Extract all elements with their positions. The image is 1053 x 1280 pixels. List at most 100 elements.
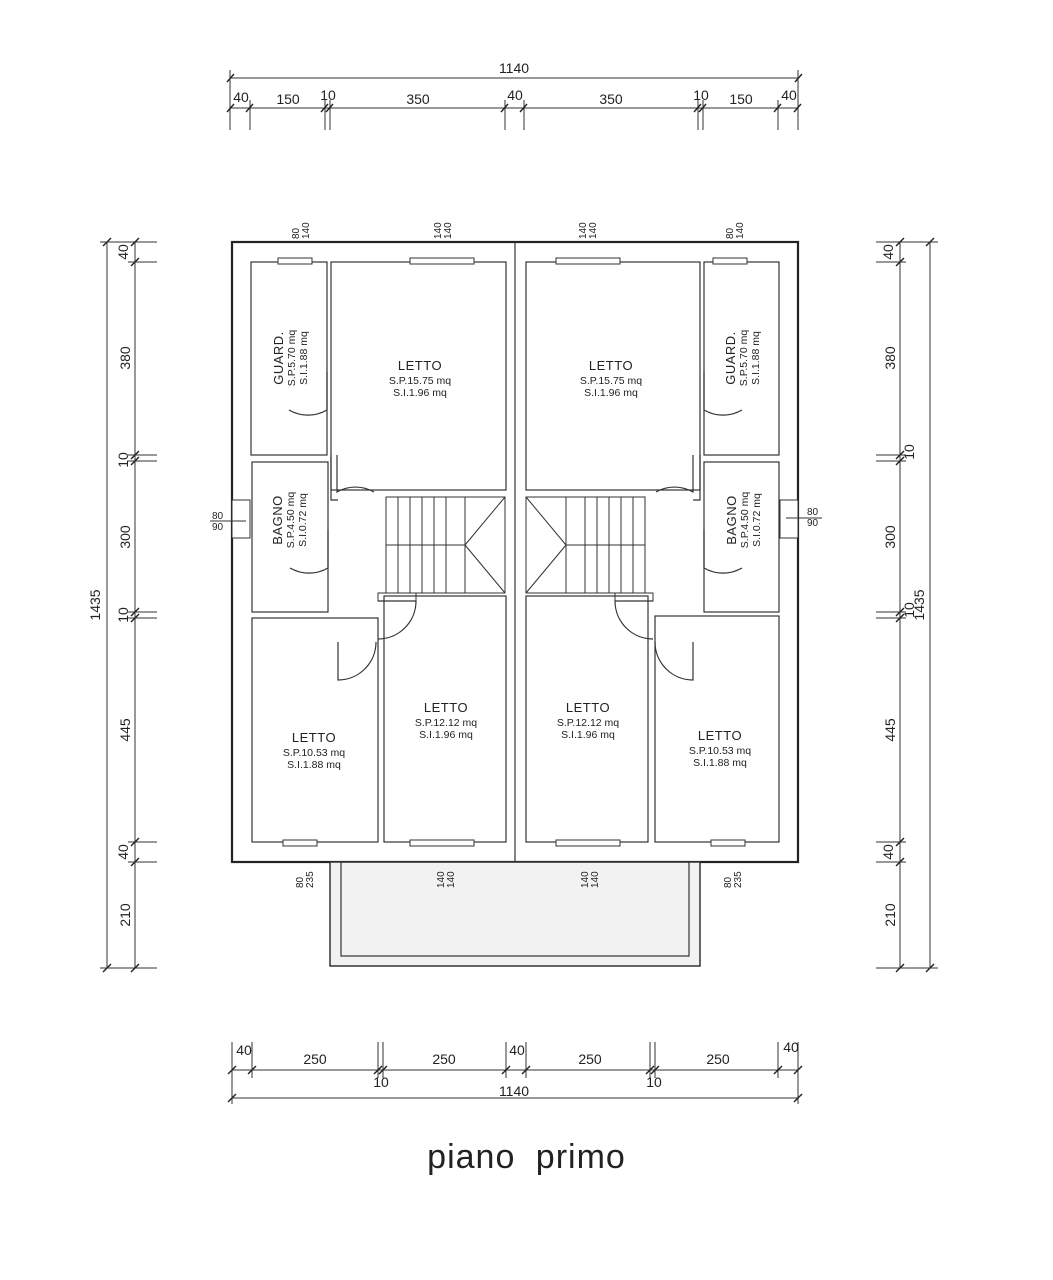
svg-text:210: 210	[117, 903, 133, 927]
room-bagno-right: BAGNO S.P.4.50 mq S.I.0.72 mq	[724, 492, 763, 549]
page-title: piano primo	[427, 1138, 626, 1176]
svg-text:80: 80	[807, 507, 819, 518]
room-labels: GUARD. S.P.5.70 mq S.I.1.88 mq LETTO S.P…	[270, 330, 763, 771]
svg-text:90: 90	[807, 518, 819, 529]
doors	[288, 372, 743, 681]
svg-text:LETTO: LETTO	[566, 700, 610, 715]
svg-text:GUARD.: GUARD.	[271, 331, 286, 385]
top-seg-7: 10	[693, 87, 709, 103]
svg-text:40: 40	[783, 1039, 799, 1055]
svg-text:140: 140	[436, 871, 447, 888]
svg-text:S.P.12.12 mq: S.P.12.12 mq	[557, 717, 619, 729]
svg-text:S.I.1.96 mq: S.I.1.96 mq	[393, 387, 447, 399]
svg-text:10: 10	[373, 1074, 389, 1090]
svg-text:40: 40	[236, 1042, 252, 1058]
svg-text:S.P.15.75 mq: S.P.15.75 mq	[389, 375, 451, 387]
svg-text:380: 380	[882, 346, 898, 370]
svg-text:S.I.1.88 mq: S.I.1.88 mq	[298, 331, 310, 385]
svg-text:140: 140	[433, 222, 444, 239]
svg-text:10: 10	[115, 607, 131, 623]
svg-text:140: 140	[578, 222, 589, 239]
svg-text:S.I.1.96 mq: S.I.1.96 mq	[584, 387, 638, 399]
svg-text:S.I.1.88 mq: S.I.1.88 mq	[287, 759, 341, 771]
svg-text:LETTO: LETTO	[589, 358, 633, 373]
staircase-right	[525, 496, 654, 602]
svg-text:140: 140	[735, 222, 746, 239]
svg-text:S.P.12.12 mq: S.P.12.12 mq	[415, 717, 477, 729]
room-letto-bottom-far-right: LETTO S.P.10.53 mq S.I.1.88 mq	[689, 728, 751, 769]
room-guard-left: GUARD. S.P.5.70 mq S.I.1.88 mq	[271, 330, 310, 387]
window-labels: 80 140 140 140 140 140 80 140 80 235 140…	[210, 222, 822, 888]
bottom-total-label: 1140	[499, 1083, 529, 1099]
windows	[231, 257, 799, 847]
svg-text:S.I.1.88 mq: S.I.1.88 mq	[693, 757, 747, 769]
svg-text:40: 40	[880, 844, 896, 860]
svg-text:S.P.4.50 mq: S.P.4.50 mq	[285, 492, 297, 549]
svg-text:LETTO: LETTO	[424, 700, 468, 715]
room-letto-top-left: LETTO S.P.15.75 mq S.I.1.96 mq	[389, 358, 451, 399]
top-seg-9: 40	[781, 87, 797, 103]
right-total-label: 1435	[911, 589, 927, 620]
svg-text:140: 140	[590, 871, 601, 888]
svg-text:250: 250	[578, 1051, 602, 1067]
top-total-label: 1140	[499, 60, 529, 76]
svg-text:80: 80	[212, 511, 224, 522]
svg-text:80: 80	[725, 227, 736, 239]
svg-text:LETTO: LETTO	[698, 728, 742, 743]
svg-text:80: 80	[295, 876, 306, 888]
svg-text:S.P.5.70 mq: S.P.5.70 mq	[286, 330, 298, 387]
svg-text:235: 235	[305, 871, 316, 888]
svg-text:140: 140	[580, 871, 591, 888]
bottom-dimension-chain: 40 250 250 40 250 250 40 10 10 1140	[227, 1039, 803, 1104]
room-bagno-left: BAGNO S.P.4.50 mq S.I.0.72 mq	[270, 492, 309, 549]
room-guard-right: GUARD. S.P.5.70 mq S.I.1.88 mq	[723, 330, 762, 387]
svg-text:S.P.5.70 mq: S.P.5.70 mq	[738, 330, 750, 387]
svg-text:10: 10	[646, 1074, 662, 1090]
svg-text:445: 445	[882, 718, 898, 742]
room-letto-top-right: LETTO S.P.15.75 mq S.I.1.96 mq	[580, 358, 642, 399]
svg-text:250: 250	[706, 1051, 730, 1067]
svg-text:140: 140	[443, 222, 454, 239]
top-dimension-chain: 1140 40 150 10 350 40 350 10	[226, 60, 803, 130]
terrace	[329, 861, 701, 967]
svg-text:80: 80	[291, 227, 302, 239]
svg-text:S.I.0.72 mq: S.I.0.72 mq	[297, 493, 309, 547]
left-total-label: 1435	[87, 589, 103, 620]
svg-text:250: 250	[303, 1051, 327, 1067]
svg-text:10: 10	[901, 602, 917, 618]
svg-text:140: 140	[301, 222, 312, 239]
top-seg-6: 350	[599, 91, 623, 107]
top-seg-1: 40	[233, 89, 249, 105]
top-seg-3: 10	[320, 87, 336, 103]
svg-text:S.P.15.75 mq: S.P.15.75 mq	[580, 375, 642, 387]
svg-text:GUARD.: GUARD.	[723, 331, 738, 385]
svg-text:40: 40	[115, 244, 131, 260]
svg-text:300: 300	[117, 525, 133, 549]
svg-text:140: 140	[446, 871, 457, 888]
svg-text:BAGNO: BAGNO	[724, 495, 739, 544]
svg-text:40: 40	[880, 244, 896, 260]
svg-text:S.P.10.53 mq: S.P.10.53 mq	[689, 745, 751, 757]
svg-text:S.P.4.50 mq: S.P.4.50 mq	[739, 492, 751, 549]
right-dimension-chain: 1435 40 380 10 300 10 445 40 210	[876, 237, 938, 973]
svg-text:S.I.0.72 mq: S.I.0.72 mq	[751, 493, 763, 547]
svg-text:LETTO: LETTO	[398, 358, 442, 373]
svg-text:210: 210	[882, 903, 898, 927]
svg-text:80: 80	[723, 876, 734, 888]
top-seg-4: 350	[406, 91, 430, 107]
svg-text:S.I.1.88 mq: S.I.1.88 mq	[750, 331, 762, 385]
svg-text:LETTO: LETTO	[292, 730, 336, 745]
room-letto-bottom-left: LETTO S.P.12.12 mq S.I.1.96 mq	[415, 700, 477, 741]
svg-text:250: 250	[432, 1051, 456, 1067]
left-dimension-chain: 1435 40 380 10 300 10 445 40 210	[87, 237, 157, 973]
svg-text:10: 10	[901, 444, 917, 460]
svg-text:140: 140	[588, 222, 599, 239]
svg-text:40: 40	[115, 844, 131, 860]
svg-text:90: 90	[212, 522, 224, 533]
svg-text:BAGNO: BAGNO	[270, 495, 285, 544]
top-seg-5: 40	[507, 87, 523, 103]
svg-text:S.I.1.96 mq: S.I.1.96 mq	[561, 729, 615, 741]
staircase-left	[377, 496, 506, 602]
svg-text:300: 300	[882, 525, 898, 549]
